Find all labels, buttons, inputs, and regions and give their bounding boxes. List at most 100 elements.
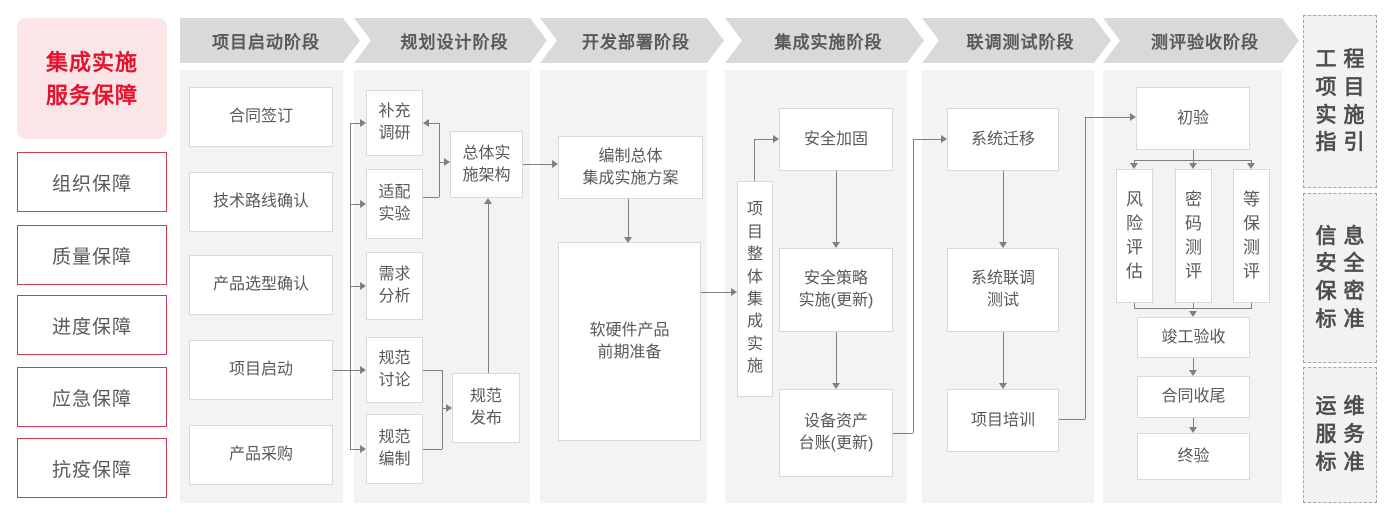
flow-arrowhead <box>1130 163 1138 169</box>
flow-arrowhead <box>773 135 779 143</box>
flow-line <box>523 164 552 165</box>
flow-arrowhead <box>552 160 558 168</box>
flow-line <box>913 139 941 140</box>
flow-arrowhead <box>1130 113 1136 121</box>
flow-line <box>1059 419 1085 420</box>
box-tech-route: 技术路线确认 <box>189 172 333 232</box>
flow-line <box>1003 171 1004 242</box>
panel-infosec-confidentiality-standard: 信息 安全 保密 标准 <box>1303 193 1377 363</box>
box-overall-architecture: 总体实 施架构 <box>450 131 523 198</box>
box-product-selection: 产品选型确认 <box>189 255 333 315</box>
box-spec-drafting: 规范 编制 <box>366 414 423 484</box>
flow-line <box>836 332 837 383</box>
flow-arrowhead <box>624 237 632 243</box>
flow-line <box>1193 150 1194 160</box>
phase-header-planning-design: 规划设计阶段 <box>354 18 547 63</box>
flow-line <box>488 204 489 373</box>
box-product-purchase: 产品采购 <box>189 425 333 485</box>
flow-line <box>628 199 629 237</box>
flow-arrowhead <box>999 242 1007 248</box>
flow-arrowhead <box>731 288 737 296</box>
box-crypto-evaluation: 密码测评 <box>1175 169 1212 303</box>
sidebar-item-emergency: 应急保障 <box>17 367 167 427</box>
flow-line <box>1251 303 1252 308</box>
phase-header-joint-testing: 联调测试阶段 <box>922 18 1111 63</box>
flow-arrowhead <box>446 404 452 412</box>
flow-arrowhead <box>484 198 492 204</box>
sidebar-item-organization: 组织保障 <box>17 152 167 212</box>
box-overall-integration: 项目整体集成实施 <box>737 181 773 397</box>
flow-line <box>350 286 360 287</box>
flow-line <box>1193 303 1194 308</box>
flow-line <box>1085 117 1086 419</box>
flow-arrowhead <box>999 383 1007 389</box>
box-spec-release: 规范 发布 <box>452 373 520 443</box>
panel-ops-service-standard: 运维 服务 标准 <box>1303 367 1377 503</box>
flow-line <box>1134 308 1252 309</box>
flow-line <box>1193 358 1194 370</box>
box-project-kickoff: 项目启动 <box>189 340 333 400</box>
box-mlps-evaluation: 等保测评 <box>1233 169 1270 303</box>
flow-line <box>442 370 443 449</box>
box-requirement-analysis: 需求 分析 <box>366 252 423 320</box>
sidebar-title: 集成实施 服务保障 <box>17 18 167 139</box>
flow-arrowhead <box>360 200 366 208</box>
flow-arrowhead <box>360 445 366 453</box>
box-security-hardening: 安全加固 <box>779 108 893 171</box>
box-project-training: 项目培训 <box>947 389 1059 452</box>
flow-line <box>423 370 442 371</box>
flow-line <box>1003 332 1004 383</box>
box-asset-ledger: 设备资产 台账(更新) <box>779 389 893 477</box>
box-adaptation-test: 适配 实验 <box>366 169 423 239</box>
flow-line <box>1085 117 1130 118</box>
flow-line <box>439 162 444 163</box>
flow-arrowhead <box>941 135 947 143</box>
phase-header-project-start: 项目启动阶段 <box>180 18 360 63</box>
flow-arrowhead <box>1189 311 1197 317</box>
flow-line <box>442 408 446 409</box>
crypto-evaluation-label: 密码测评 <box>1184 189 1202 282</box>
flow-line <box>1134 160 1135 163</box>
mlps-evaluation-label: 等保测评 <box>1242 189 1260 282</box>
flow-line <box>913 139 914 433</box>
flow-arrowhead <box>1189 370 1197 376</box>
flow-line <box>754 139 773 140</box>
box-system-migration: 系统迁移 <box>947 108 1059 171</box>
flow-arrowhead <box>832 383 840 389</box>
box-final-acceptance: 终验 <box>1137 433 1250 480</box>
flow-arrowhead <box>360 119 366 127</box>
flow-line <box>1251 160 1252 163</box>
flow-arrowhead <box>444 158 450 166</box>
box-overall-plan: 编制总体 集成实施方案 <box>558 136 703 199</box>
flow-line <box>429 123 439 124</box>
panel-project-implementation-guide: 工程 项目 实施 指引 <box>1303 15 1377 188</box>
flow-line <box>754 139 755 181</box>
flow-line <box>1193 160 1194 163</box>
flow-arrowhead <box>1189 163 1197 169</box>
flow-arrowhead <box>360 282 366 290</box>
box-completion-acceptance: 竣工验收 <box>1137 317 1250 358</box>
box-security-policy: 安全策略 实施(更新) <box>779 248 893 332</box>
box-contract-sign: 合同签订 <box>189 87 333 147</box>
flow-arrowhead <box>832 242 840 248</box>
flow-line <box>701 292 731 293</box>
flow-line <box>423 197 439 198</box>
flow-line <box>333 370 360 371</box>
box-joint-debug-test: 系统联调 测试 <box>947 248 1059 332</box>
flow-arrowhead <box>1247 163 1255 169</box>
overall-integration-label: 项目整体集成实施 <box>746 201 763 376</box>
sidebar-item-epidemic: 抗疫保障 <box>17 438 167 498</box>
flow-line <box>423 449 442 450</box>
sidebar-item-schedule: 进度保障 <box>17 295 167 355</box>
risk-assessment-label: 风险评估 <box>1125 189 1143 282</box>
box-supplement-research: 补充 调研 <box>366 90 423 156</box>
box-initial-acceptance: 初验 <box>1136 87 1250 150</box>
flow-line <box>836 171 837 242</box>
flow-arrowhead <box>360 366 366 374</box>
flow-line <box>1193 418 1194 427</box>
box-spec-discussion: 规范 讨论 <box>366 337 423 403</box>
flow-line <box>439 123 440 197</box>
flow-line <box>1134 303 1135 308</box>
flow-arrowhead <box>423 119 429 127</box>
